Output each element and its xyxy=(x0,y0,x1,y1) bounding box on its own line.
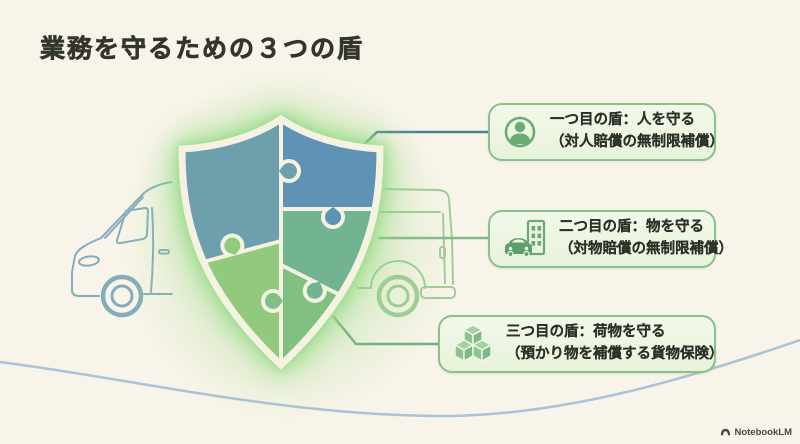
callout-line1: 一つ目の盾：人を守る xyxy=(550,112,695,129)
van-rear-outline xyxy=(357,188,456,318)
shield-border xyxy=(178,114,384,370)
callout-line1: 三つ目の盾：荷物を守る xyxy=(506,324,666,341)
page-title: 業務を守るための３つの盾 xyxy=(40,35,365,64)
callout-line1: 二つ目の盾：物を守る xyxy=(559,219,704,236)
callout-cargo: 三つ目の盾：荷物を守る （預かり物を補償する貨物保険） xyxy=(438,315,724,373)
callout-line2: （預かり物を補償する貨物保険） xyxy=(506,346,724,362)
callout-property: 二つ目の盾：物を守る （対物賠償の無制限補償） xyxy=(488,210,733,268)
wave-line xyxy=(0,338,800,418)
connector-line-3 xyxy=(332,315,439,346)
callout-line2: （対人賠償の無制限補償） xyxy=(550,134,724,150)
car-building-icon xyxy=(502,218,547,260)
brand-name: NotebookLM xyxy=(734,427,792,438)
callout-line2: （対物賠償の無制限補償） xyxy=(559,241,733,257)
boxes-icon xyxy=(452,322,494,366)
van-front-outline xyxy=(71,181,173,318)
shield-piece-top-left xyxy=(182,119,281,271)
shield-puzzle-illustration xyxy=(178,114,384,370)
person-icon xyxy=(502,114,538,150)
callout-people: 一つ目の盾：人を守る （対人賠償の無制限補償） xyxy=(488,103,724,161)
notebooklm-logo-icon xyxy=(721,428,731,436)
brand-watermark: NotebookLM xyxy=(720,427,792,438)
